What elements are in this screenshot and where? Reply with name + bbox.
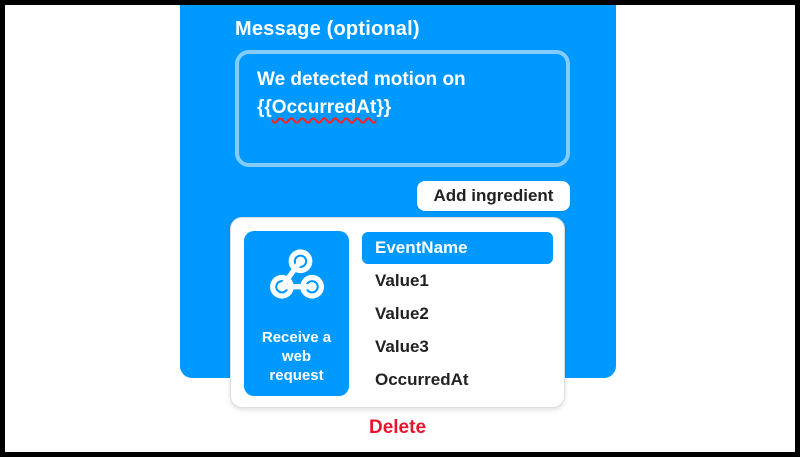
ingredient-dropdown: Receive a web request EventName Value1 V… [230,217,565,408]
ingredient-list: EventName Value1 Value2 Value3 OccurredA… [362,232,553,396]
ingredient-item-occurredat[interactable]: OccurredAt [375,370,469,389]
message-text: We detected motion on [257,69,466,90]
message-textarea[interactable]: We detected motion on {{OccurredAt}} [235,50,570,167]
ingredient-item-eventname[interactable]: EventName [362,232,553,264]
add-ingredient-button[interactable]: Add ingredient [417,181,570,211]
token-open-braces: {{ [257,97,272,118]
webhooks-tile[interactable]: Receive a web request [244,231,349,396]
delete-button[interactable]: Delete [368,417,427,438]
token-occurredat: OccurredAt [271,97,377,118]
token-close-braces: }} [376,97,392,118]
webhooks-icon [244,245,349,303]
ingredient-item-value2[interactable]: Value2 [375,304,429,323]
ingredient-item-value1[interactable]: Value1 [375,271,429,290]
webhooks-tile-label: Receive a web request [261,329,332,384]
ingredient-item-value3[interactable]: Value3 [375,337,429,356]
message-field-label: Message (optional) [235,18,420,40]
